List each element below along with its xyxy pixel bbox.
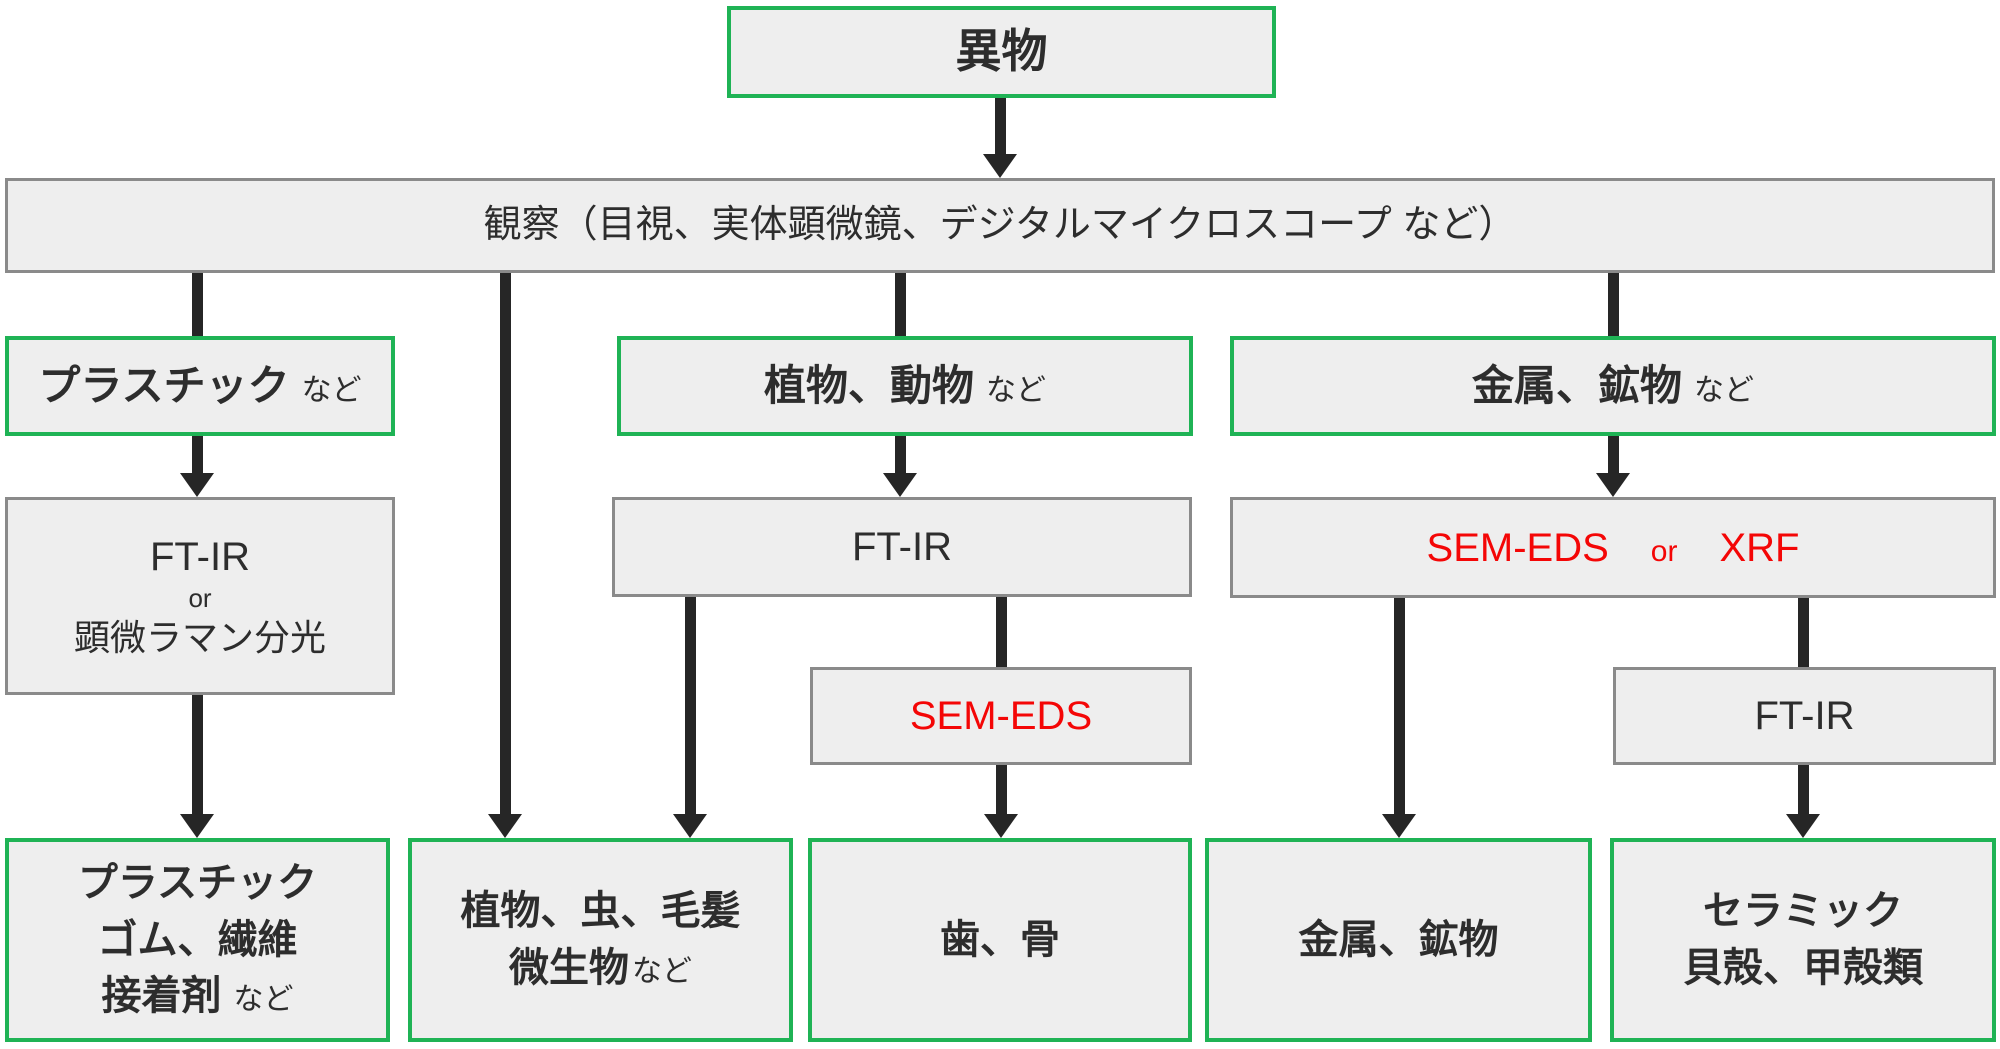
method-plastic-or: or	[188, 582, 212, 613]
node-method-plastic: FT-IR or 顕微ラマン分光	[5, 497, 395, 695]
result-bio-line2: 微生物	[509, 946, 629, 990]
node-observation: 観察（目視、実体顕微鏡、デジタルマイクロスコープ など）	[5, 178, 1995, 273]
method-semeds-label: SEM-EDS	[909, 694, 1093, 738]
method-semeds-xrf-part2: XRF	[1719, 525, 1800, 570]
node-observation-label: 観察（目視、実体顕微鏡、デジタルマイクロスコープ など）	[483, 203, 1517, 246]
node-foreign-matter: 異物	[727, 6, 1276, 98]
category-bio-suffix: など	[986, 373, 1046, 407]
connector-semeds-to-result-teeth	[984, 765, 1018, 838]
node-category-metal: 金属、鉱物 など	[1230, 336, 1996, 436]
node-method-semeds-xrf: SEM-EDS or XRF	[1230, 497, 1996, 598]
result-plastic-line1: プラスチック	[77, 860, 318, 905]
node-foreign-matter-label: 異物	[955, 25, 1048, 78]
connector-foreign-to-observation	[983, 98, 1017, 178]
category-bio-label: 植物、動物	[763, 361, 974, 409]
method-bio-ftir-label: FT-IR	[852, 525, 952, 569]
connector-observation-to-result-bio	[488, 272, 522, 838]
category-metal-label: 金属、鉱物	[1471, 361, 1682, 409]
connector-ftir-left-to-result-plastic	[180, 695, 214, 838]
result-bio-suffix: など	[632, 955, 692, 988]
category-metal-suffix: など	[1694, 373, 1754, 407]
connector-ftir-mid-to-semeds	[984, 597, 1018, 667]
result-plastic-suffix: など	[233, 983, 294, 1017]
node-method-ftir-right: FT-IR	[1613, 667, 1996, 765]
result-ceramic-line2: 貝殻、甲殻類	[1683, 946, 1923, 990]
result-plastic-line2: ゴム、繊維	[97, 917, 298, 962]
method-semeds-xrf-part1: SEM-EDS	[1426, 525, 1609, 570]
method-ftir-right-label: FT-IR	[1754, 694, 1855, 738]
method-semeds-xrf-or: or	[1650, 534, 1678, 568]
method-plastic-line3: 顕微ラマン分光	[73, 617, 326, 659]
result-ceramic-line1: セラミック	[1703, 889, 1903, 934]
node-method-bio-ftir: FT-IR	[612, 497, 1192, 597]
node-result-bio: 植物、虫、毛髪 微生物 など	[408, 838, 793, 1042]
result-teeth-bone-label: 歯、骨	[940, 917, 1060, 962]
node-method-semeds: SEM-EDS	[810, 667, 1192, 765]
node-result-metal-mineral: 金属、鉱物	[1205, 838, 1592, 1042]
connector-semeds-xrf-to-ftir-right	[1786, 598, 1820, 667]
node-category-plastic: プラスチック など	[5, 336, 395, 436]
connector-semeds-xrf-to-result-metal	[1382, 598, 1416, 838]
category-plastic-suffix: など	[301, 373, 362, 407]
category-plastic-label: プラスチック	[38, 361, 290, 409]
connector-ftir-mid-to-result-bio	[673, 597, 707, 838]
result-bio-line1: 植物、虫、毛髪	[460, 889, 741, 934]
method-plastic-line1: FT-IR	[150, 534, 250, 579]
result-metal-mineral-label: 金属、鉱物	[1298, 917, 1499, 962]
node-category-bio: 植物、動物 など	[617, 336, 1193, 436]
connector-ftir-right-to-result-ceramic	[1786, 765, 1820, 838]
node-result-ceramic: セラミック 貝殻、甲殻類	[1610, 838, 1996, 1042]
result-plastic-line3: 接着剤	[101, 974, 222, 1019]
node-result-teeth-bone: 歯、骨	[808, 838, 1192, 1042]
node-result-plastic: プラスチック ゴム、繊維 接着剤 など	[5, 838, 390, 1042]
